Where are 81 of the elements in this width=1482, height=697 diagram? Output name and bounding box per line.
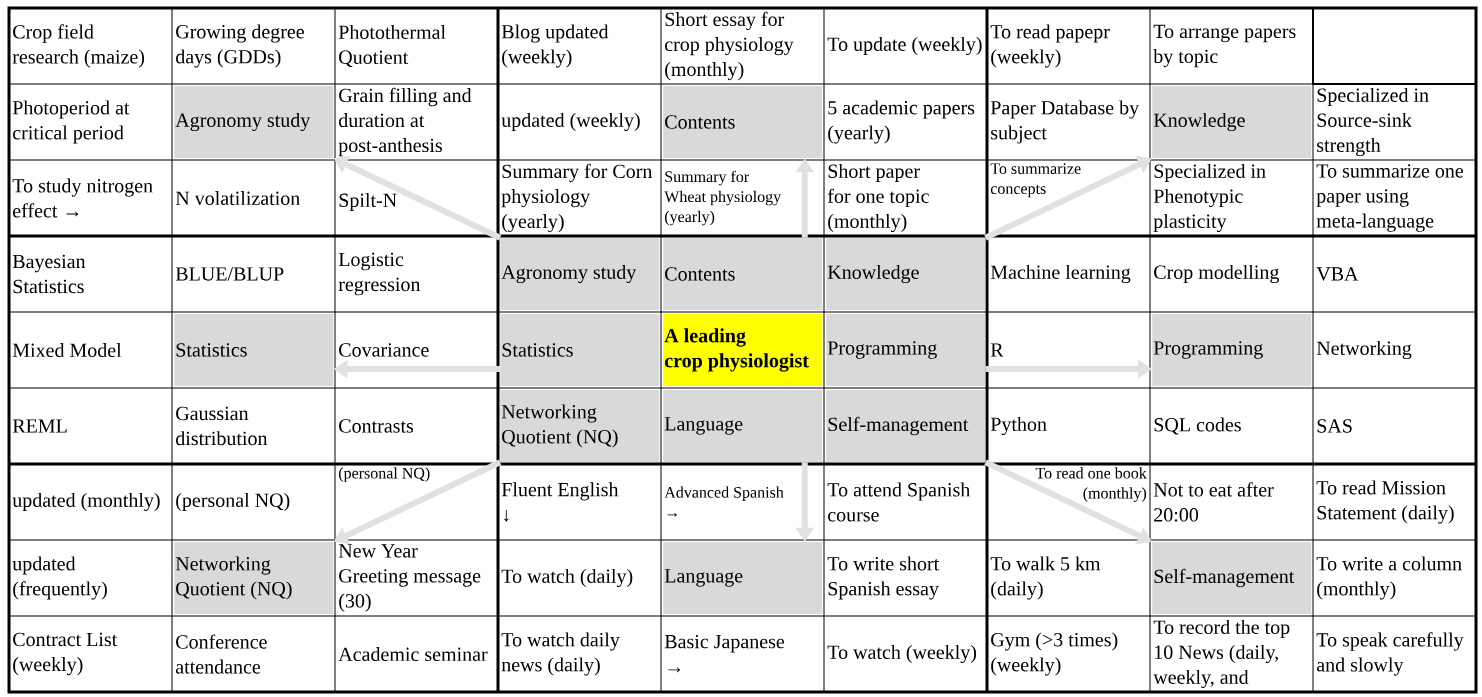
empty-cell	[1312, 7, 1477, 85]
cell-text: Photoperiod at critical period	[12, 100, 130, 144]
cell-text: Spilt-N	[339, 192, 397, 212]
cell-text: To walk 5 km (daily)	[990, 556, 1101, 600]
shaded-cell: Language	[663, 390, 823, 462]
cell-text: To watch (weekly)	[827, 644, 977, 664]
cell-text: N volatilization	[175, 191, 300, 206]
cell-text: Contract List (weekly)	[13, 632, 118, 676]
shaded-cell: Networking Quotient (NQ)	[500, 390, 660, 462]
cell-text: Short essay for crop physiology (monthly)	[665, 11, 794, 81]
shaded-cell: Self-management	[826, 390, 986, 462]
cell-text: To read papepr (weekly)	[990, 24, 1110, 68]
shaded-cell: Programming	[826, 314, 986, 386]
cell-text: Summary for Wheat physiology (yearly)	[664, 170, 782, 226]
cell-text: To read one book (monthly)	[1035, 467, 1147, 502]
shaded-cell: Contents	[663, 86, 823, 158]
cell-text: Advanced Spanish →	[664, 486, 784, 517]
cell-text: Gaussian distribution	[176, 406, 268, 446]
cell-text: Paper Database by subject	[990, 100, 1140, 144]
shaded-cell: Knowledge	[826, 238, 986, 310]
cell-text: Covariance	[339, 343, 429, 357]
cell-text: BLUE/BLUP	[175, 267, 284, 281]
shaded-cell: Statistics	[500, 314, 660, 386]
cell-text: Gym (>3 times) (weekly)	[991, 632, 1118, 676]
shaded-cell: Self-management	[1152, 542, 1312, 614]
cell-text: To summarize concepts	[990, 163, 1081, 198]
cell-text: New Year Greeting message (30)	[338, 544, 481, 612]
cell-text: To write short Spanish essay	[827, 556, 940, 600]
cell-text: Bayesian Statistics	[12, 254, 86, 294]
cell-text: Basic Japanese →	[664, 634, 785, 673]
cell-text: Blog updated (weekly)	[501, 24, 609, 68]
cell-text: Specialized in Source-sink strength	[1317, 87, 1429, 157]
cell-text: Fluent English ↓	[501, 482, 619, 522]
shaded-cell: Networking Quotient (NQ)	[174, 542, 334, 614]
cell-text: To update (weekly)	[827, 36, 982, 56]
cell-text: Grain filling and duration at post-anthesis	[338, 87, 472, 157]
cell-text: Machine learning	[990, 264, 1131, 284]
cell-text: Specialized in Phenotypic plasticity	[1153, 163, 1266, 233]
highlighted-cell: A leading crop physiologist	[663, 314, 823, 386]
cell-text: To watch (daily)	[501, 568, 633, 588]
cell-text: To study nitrogen effect →	[12, 178, 153, 218]
shaded-cell: Programming	[1152, 314, 1312, 386]
cell-text: Conference attendance	[176, 634, 267, 674]
cell-text: Not to eat after 20:00	[1153, 482, 1274, 522]
cell-text: To write a column (monthly)	[1316, 556, 1462, 600]
shaded-cell: Agronomy study	[500, 238, 660, 310]
shaded-cell: Agronomy study	[174, 86, 334, 158]
cell-text: SAS	[1317, 419, 1352, 433]
cell-text: updated (frequently)	[12, 556, 107, 600]
shaded-cell: Language	[663, 542, 823, 614]
cell-text: Short paper for one topic (monthly)	[827, 163, 929, 233]
cell-text: (personal NQ)	[176, 492, 290, 512]
cell-text: To watch daily news (daily)	[501, 632, 620, 676]
shaded-cell: Statistics	[174, 314, 334, 386]
cell-text: Academic seminar	[338, 647, 488, 662]
cell-text: Logistic regression	[338, 252, 421, 296]
cell-text: To summarize one paper using meta-language	[1316, 164, 1464, 232]
cell-text: To record the top 10 News (daily, weekly, and	[1153, 619, 1290, 689]
cell-text: updated (weekly)	[501, 112, 640, 132]
cell-text: R	[990, 343, 1004, 357]
shaded-cell: Contents	[663, 238, 823, 310]
cell-text: updated (monthly)	[12, 492, 160, 512]
cell-text: Mixed Model	[12, 343, 122, 358]
cell-text: To speak carefully and slowly	[1316, 632, 1464, 676]
cell-text: (personal NQ)	[339, 467, 430, 482]
cell-text: SQL codes	[1154, 417, 1241, 435]
cell-text: Crop field research (maize)	[12, 24, 145, 68]
cell-text: Crop modelling	[1154, 264, 1279, 284]
cell-text: Summary for Corn physiology (yearly)	[501, 163, 653, 233]
cell-text: Python	[990, 416, 1047, 436]
cell-text: VBA	[1316, 267, 1359, 281]
cell-text: Growing degree days (GDDs)	[176, 24, 304, 68]
cell-text: To read Mission Statement (daily)	[1316, 480, 1454, 524]
shaded-cell: Knowledge	[1152, 86, 1312, 158]
cell-text: 5 academic papers (yearly)	[828, 100, 975, 144]
cell-text: To arrange papers by topic	[1153, 24, 1296, 68]
cell-text: Photothermal Quotient	[338, 24, 446, 68]
cell-text: Contrasts	[339, 419, 414, 433]
cell-text: Networking	[1316, 340, 1412, 360]
cell-text: To attend Spanish course	[827, 482, 971, 522]
cell-text: REML	[12, 419, 67, 433]
